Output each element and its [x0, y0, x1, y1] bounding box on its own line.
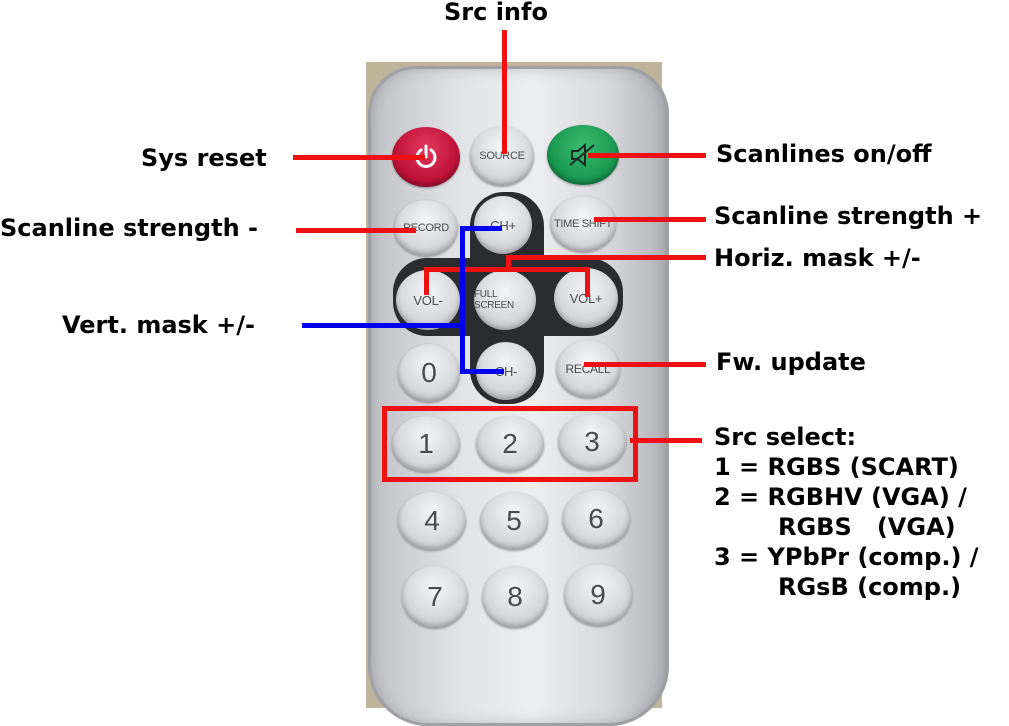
number-7-label: 7	[427, 581, 443, 612]
vert-mask-line-bottom	[460, 369, 504, 374]
number-8-label: 8	[507, 581, 523, 612]
src-select-line-2: 2 = RGBHV (VGA) /	[714, 483, 967, 511]
src-select-line	[630, 438, 702, 443]
time-shift-button[interactable]: TIME SHIFT	[550, 196, 616, 252]
scanline-strength-plus-label: Scanline strength +	[714, 202, 983, 230]
scanline-strength-minus-label: Scanline strength -	[0, 214, 258, 242]
recall-button[interactable]: RECALL	[556, 340, 620, 398]
ch-minus-label: CH-	[494, 363, 518, 379]
scanlines-onoff-label: Scanlines on/off	[716, 140, 932, 168]
scanline-strength-minus-line	[296, 228, 416, 233]
number-2-label: 2	[502, 428, 518, 459]
number-7-button[interactable]: 7	[402, 566, 468, 628]
number-4-label: 4	[424, 505, 440, 536]
horiz-mask-label: Horiz. mask +/-	[714, 244, 921, 272]
src-info-label: Src info	[444, 0, 548, 26]
vert-mask-label: Vert. mask +/-	[62, 311, 255, 339]
mute-icon	[568, 143, 598, 167]
src-select-block: Src select: 1 = RGBS (SCART) 2 = RGBHV (…	[714, 422, 979, 602]
src-info-line	[502, 30, 507, 154]
vol-minus-label: VOL-	[413, 292, 443, 308]
vert-mask-line-stem	[460, 226, 465, 373]
src-select-line-2b: RGBS (VGA)	[778, 513, 956, 541]
number-6-button[interactable]: 6	[562, 490, 630, 548]
ch-plus-button[interactable]: CH+	[474, 196, 532, 254]
full-screen-button[interactable]: FULL SCREEN	[474, 270, 536, 330]
full-screen-label: FULL SCREEN	[474, 289, 514, 311]
horiz-mask-line-left	[424, 267, 429, 295]
horiz-mask-line-stem	[506, 255, 511, 269]
number-9-button[interactable]: 9	[564, 564, 632, 626]
number-6-label: 6	[588, 503, 604, 534]
src-select-line-3b: RGsB (comp.)	[778, 573, 962, 601]
number-1-label: 1	[418, 428, 434, 459]
src-select-box	[382, 406, 638, 482]
fw-update-line	[584, 362, 706, 367]
power-icon	[412, 143, 440, 171]
vol-plus-label: VOL+	[569, 290, 603, 306]
horiz-mask-line-right	[585, 267, 590, 297]
number-5-label: 5	[506, 505, 522, 536]
zero-label: 0	[421, 357, 437, 388]
vert-mask-line-top	[460, 226, 502, 231]
source-label: SOURCE	[479, 150, 525, 162]
number-9-label: 9	[590, 579, 606, 610]
horiz-mask-line-top	[506, 255, 706, 260]
number-8-button[interactable]: 8	[482, 566, 548, 628]
scanline-strength-plus-line	[594, 217, 706, 222]
fw-update-label: Fw. update	[716, 348, 866, 376]
number-3-button[interactable]: 3	[558, 414, 626, 470]
sys-reset-line	[293, 155, 425, 160]
scanlines-onoff-line	[588, 153, 706, 158]
src-select-line-1: 1 = RGBS (SCART)	[714, 453, 959, 481]
zero-button[interactable]: 0	[398, 344, 460, 402]
src-select-line-3: 3 = YPbPr (comp.) /	[714, 543, 979, 571]
horiz-mask-line-bar	[424, 267, 590, 272]
number-1-button[interactable]: 1	[392, 416, 460, 472]
number-3-label: 3	[584, 426, 600, 457]
vol-minus-button[interactable]: VOL-	[396, 270, 460, 330]
number-5-button[interactable]: 5	[480, 492, 548, 550]
number-2-button[interactable]: 2	[476, 416, 544, 472]
number-4-button[interactable]: 4	[398, 492, 466, 550]
sys-reset-label: Sys reset	[141, 144, 267, 172]
src-select-title: Src select:	[714, 423, 857, 451]
vert-mask-line	[302, 323, 462, 328]
